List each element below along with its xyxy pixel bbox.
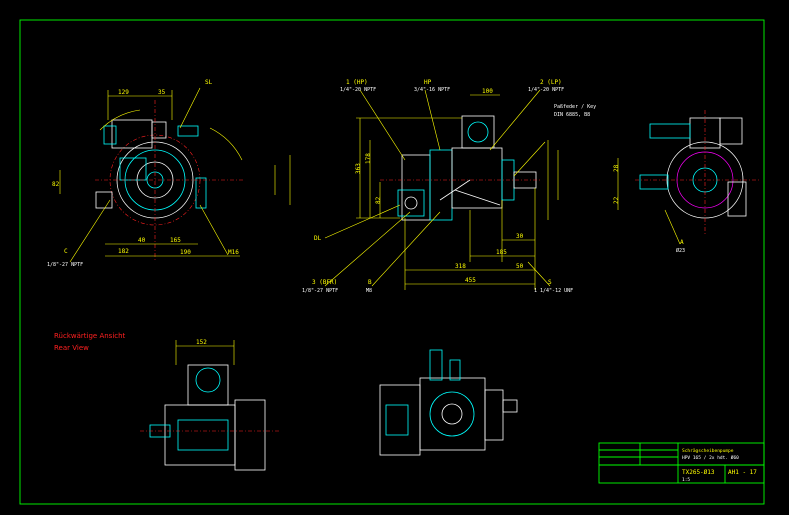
- dim-22: 22: [613, 196, 620, 204]
- rear-view-label-de: Rückwärtige Ansicht: [54, 332, 126, 340]
- port-b-label: B: [368, 279, 372, 286]
- dim-40: 40: [138, 237, 146, 244]
- port-dl-label: DL: [314, 235, 322, 242]
- port-sl-label: SL: [205, 79, 213, 86]
- title-block-scale: 1:5: [682, 477, 690, 483]
- dim-82: 82: [375, 196, 382, 204]
- title-block-subtitle: HPV 165 / 2x hdt. Ø60: [682, 454, 739, 461]
- m16-label: M16: [228, 249, 239, 256]
- dim-318: 318: [455, 263, 466, 270]
- dim-152: 152: [196, 339, 207, 346]
- port-1hp-label: 1 (HP): [346, 79, 368, 86]
- dim-50: 50: [516, 263, 524, 270]
- port-2lp-label: 2 (LP): [540, 79, 562, 86]
- port-b-thread: M8: [366, 288, 372, 294]
- title-block-title: Schrägscheibenpumpe: [682, 448, 734, 454]
- dim-82-left: 82: [52, 181, 60, 188]
- dim-190: 190: [180, 249, 191, 256]
- a-label: A: [680, 239, 684, 246]
- dim-363: 363: [355, 163, 362, 174]
- shaft-key-note: Paßfeder / Key: [554, 104, 596, 110]
- drawing-border: [19, 19, 765, 505]
- port-2lp-thread: 1/4"-20 NPTF: [528, 87, 564, 93]
- port-3bfr-label: 3 (BFR): [312, 279, 337, 286]
- port-1hp-thread: 1/4"-20 NPTF: [340, 87, 376, 93]
- a-size-label: Ø23: [676, 247, 685, 254]
- dim-455: 455: [465, 277, 476, 284]
- port-3bfr-thread: 1/8"-27 NPTF: [302, 288, 338, 294]
- port-hp-thread: 3/4"-16 NPTF: [414, 87, 450, 93]
- title-block-sheet: AH1 - 17: [728, 469, 757, 476]
- bottom-left-view: [140, 340, 280, 471]
- bottom-center-view: [379, 349, 518, 456]
- dim-178: 178: [365, 153, 372, 164]
- port-hp-label: HP: [424, 79, 432, 86]
- shaft-key-note-2: DIN 6885, B8: [554, 112, 590, 118]
- dim-100: 100: [482, 88, 493, 95]
- port-s-label: S: [548, 279, 552, 286]
- dim-165: 165: [170, 237, 181, 244]
- title-block: [598, 442, 765, 484]
- dim-185: 185: [496, 249, 507, 256]
- left-front-view: [59, 87, 291, 263]
- port-s-thread: 1 1/4"-12 UNF: [534, 288, 573, 294]
- port-c-label: C: [64, 248, 68, 255]
- dim-129: 129: [118, 89, 129, 96]
- dim-30: 30: [516, 233, 524, 240]
- rear-view-label-en: Rear View: [54, 344, 89, 352]
- dim-182: 182: [118, 248, 129, 255]
- dim-28: 28: [613, 164, 620, 172]
- dim-35: 35: [158, 89, 166, 96]
- title-block-drawing-no: TX265-Ø13: [682, 469, 715, 476]
- left-thread-label: 1/8"-27 NPTF: [47, 262, 83, 268]
- side-view: [324, 89, 559, 290]
- right-end-view: [617, 110, 760, 245]
